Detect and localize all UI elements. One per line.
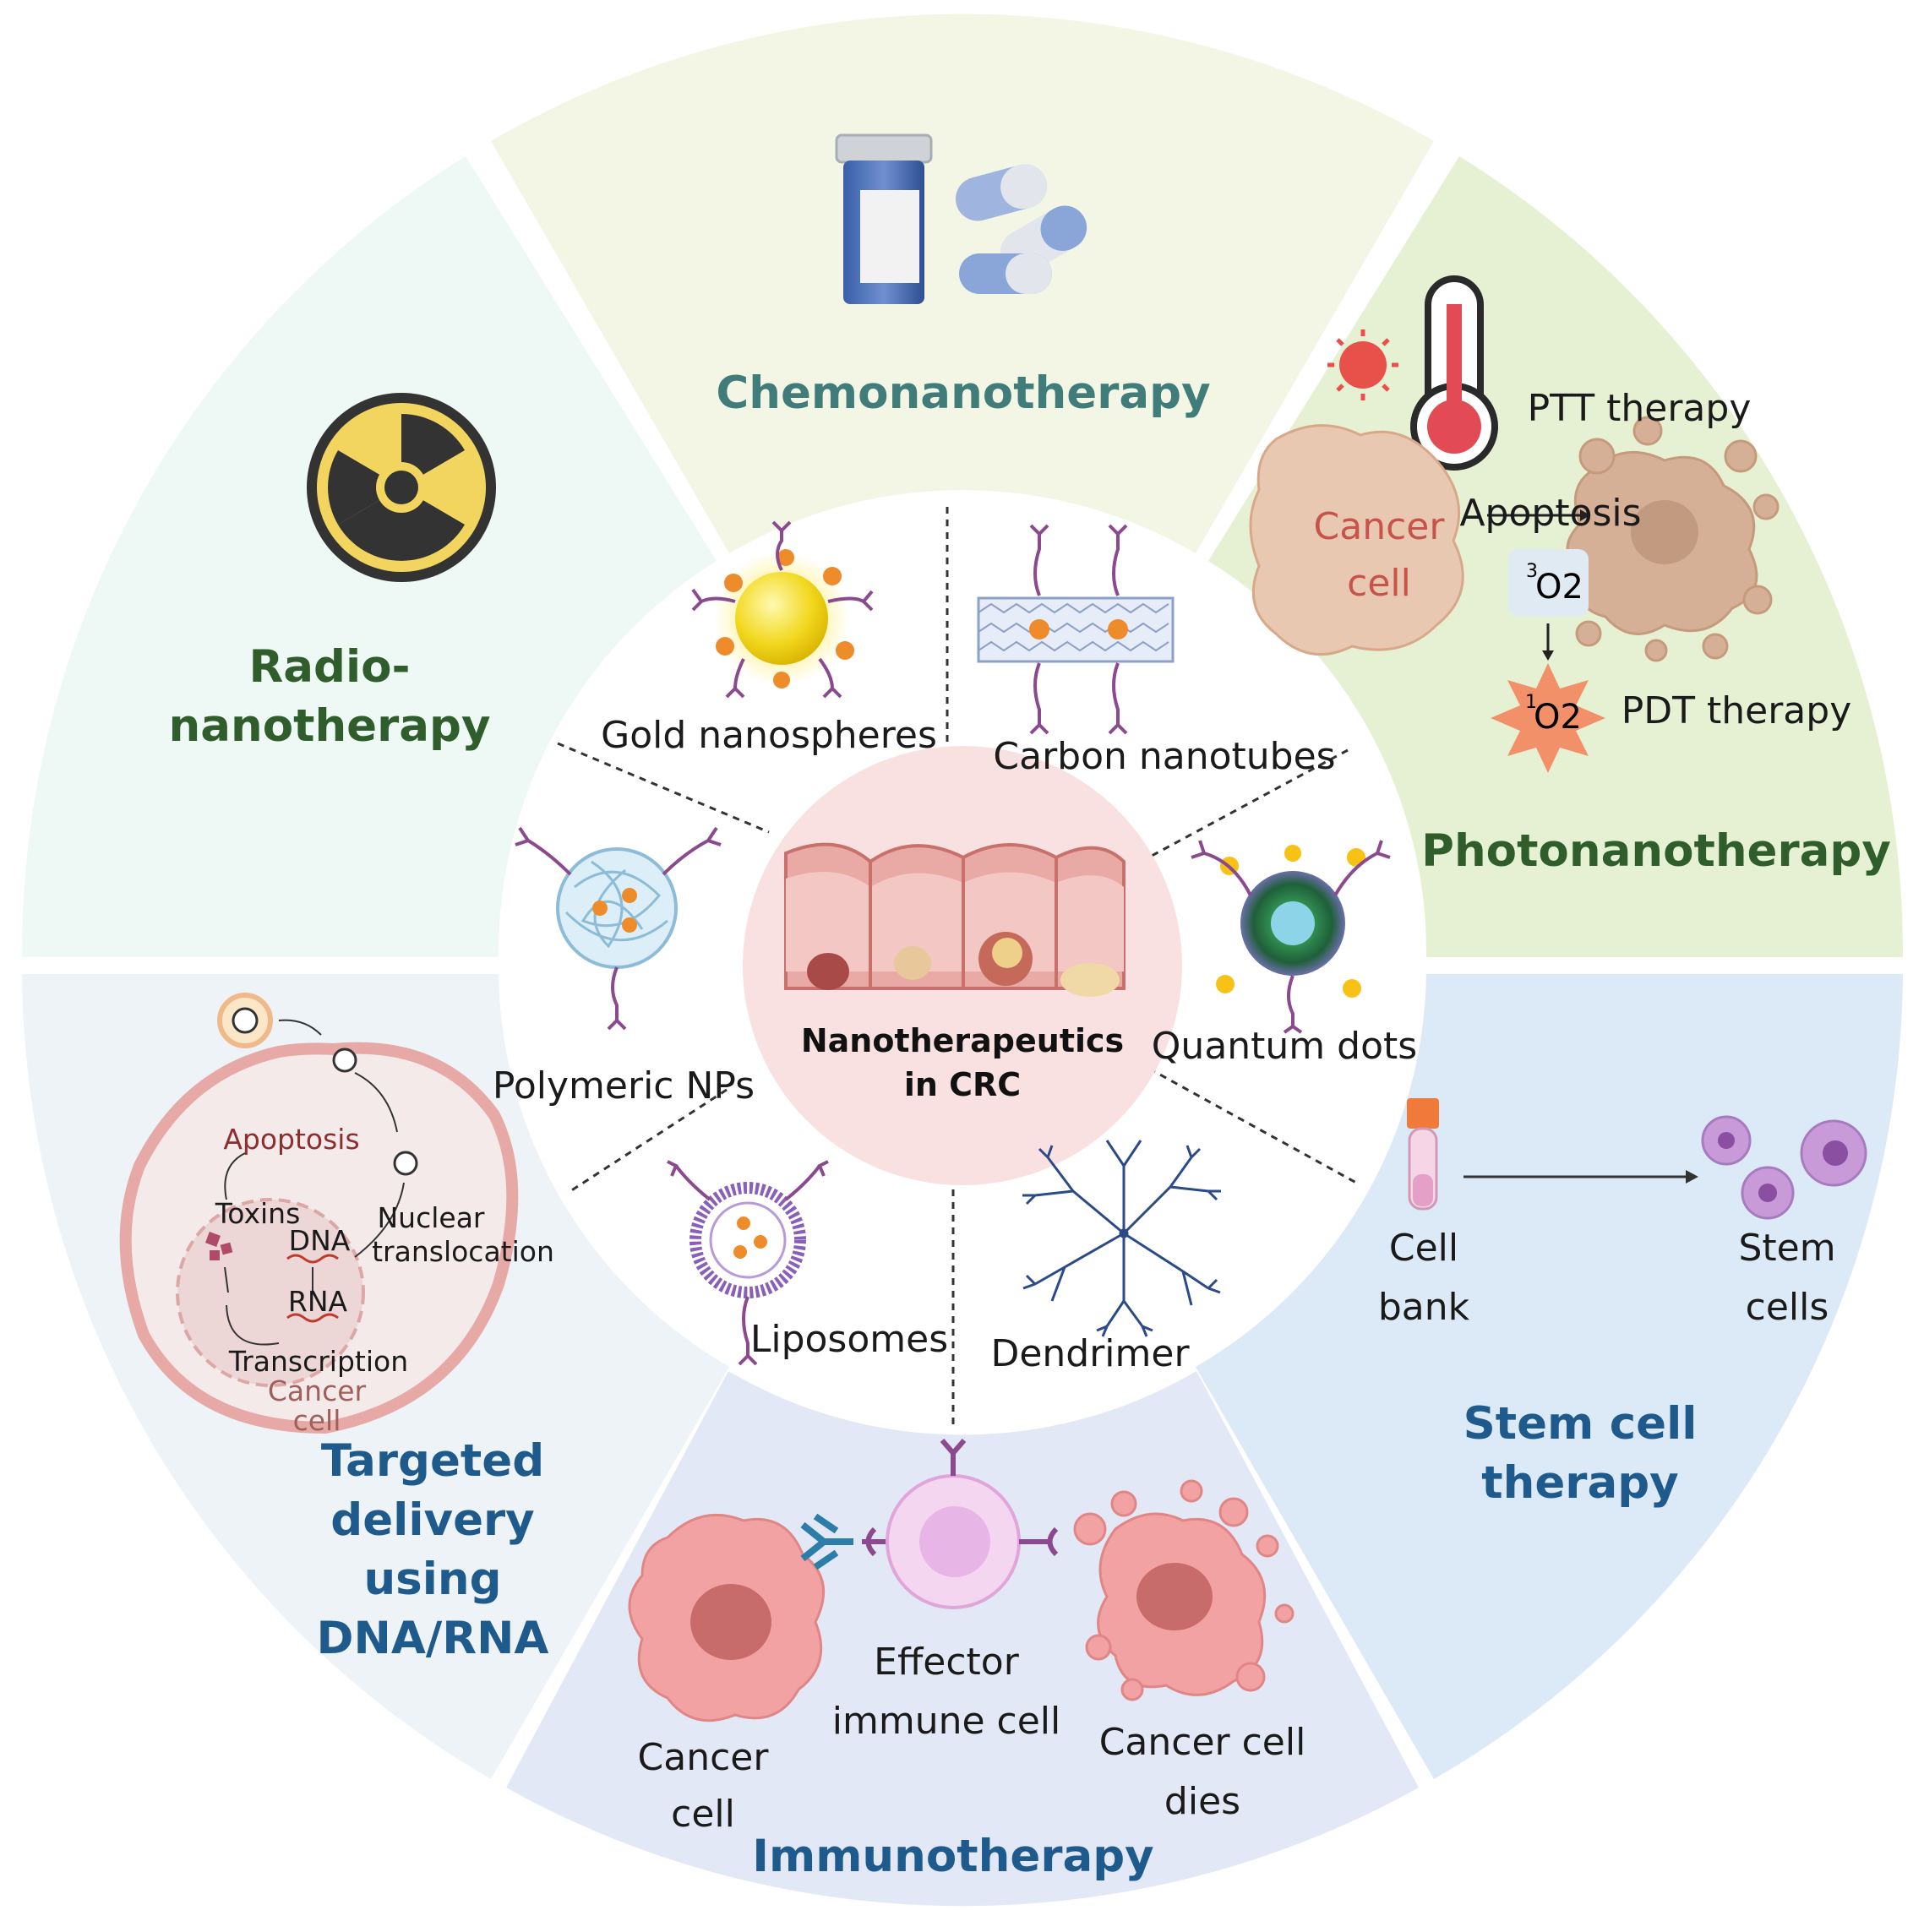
immuno-illustration [628, 1439, 1294, 1722]
effector-label-1: Effector [874, 1641, 1020, 1684]
targeted-title-2: delivery [330, 1494, 534, 1546]
polymeric-np-icon [515, 826, 722, 1031]
dna-label: DNA [289, 1224, 351, 1257]
chemo-title: Chemonanotherapy [716, 367, 1210, 419]
immuno-cancer-label-2: cell [671, 1793, 735, 1836]
photo-apoptosis-label: Apoptosis [1459, 492, 1641, 535]
toxins-label: Toxins [215, 1197, 301, 1230]
gold-nanosphere-icon [691, 520, 874, 699]
capsule-icon [955, 164, 1087, 294]
singlet-superscript: 1 [1525, 692, 1537, 713]
targeted-title-3: using [363, 1554, 501, 1605]
nuclear-label-2: translocation [372, 1235, 554, 1268]
triplet-superscript: 3 [1526, 561, 1538, 582]
carbon-nanotubes-label: Carbon nanotubes [993, 735, 1335, 778]
carbon-nanotube-icon [977, 524, 1175, 735]
rna-label: RNA [288, 1285, 348, 1318]
segment-immunotherapy [506, 1371, 1419, 1907]
chemo-illustration [835, 133, 1087, 304]
photo-illustration [1249, 275, 1780, 773]
targeted-apoptosis-label: Apoptosis [223, 1123, 359, 1156]
segment-stem-cell-therapy [1196, 974, 1903, 1779]
singlet-oxygen-label: O2 [1534, 698, 1582, 737]
center-title-line2: in CRC [904, 1066, 1021, 1103]
cell-dies-label-1: Cancer cell [1099, 1721, 1306, 1764]
cancer-cell-shape [1249, 424, 1464, 656]
cell-bank-label-1: Cell [1389, 1227, 1458, 1270]
quantum-dot-icon [1191, 840, 1391, 1034]
radiation-icon [307, 393, 496, 582]
dendrimer-label: Dendrimer [990, 1332, 1190, 1375]
center-hub: Nanotherapeutics in CRC [743, 746, 1182, 1185]
inner-dividers [557, 507, 1357, 1428]
immuno-cancer-label-1: Cancer [638, 1736, 770, 1779]
pdt-therapy-label: PDT therapy [1622, 689, 1852, 732]
polymeric-nps-label: Polymeric NPs [493, 1064, 755, 1107]
singlet-oxygen-burst [1491, 663, 1605, 773]
quantum-dots-label: Quantum dots [1152, 1025, 1417, 1068]
cell-bank-label-2: bank [1378, 1286, 1470, 1329]
sun-icon [1327, 329, 1398, 400]
targeted-cancer-label-1: Cancer [268, 1374, 367, 1407]
stem-illustration [1407, 1098, 1867, 1220]
stem-cells-label-1: Stem [1738, 1227, 1835, 1270]
photo-cancer-label-1: Cancer [1314, 505, 1446, 548]
photo-cancer-label-2: cell [1347, 562, 1411, 605]
antibody-icon [800, 1513, 853, 1570]
radio-title-1: Radio- [248, 641, 410, 693]
dendrimer-icon [1022, 1140, 1221, 1337]
targeted-cancer-label-2: cell [293, 1404, 341, 1437]
colon-illustration [784, 842, 1126, 997]
pill-bottle-icon [835, 133, 933, 304]
photo-title: Photonanotherapy [1421, 825, 1891, 877]
immuno-title: Immunotherapy [752, 1831, 1153, 1882]
gold-nanospheres-label: Gold nanospheres [601, 714, 937, 757]
cell-bank-tube-icon [1407, 1098, 1439, 1211]
targeted-title-1: Targeted [321, 1435, 544, 1487]
stem-title-1: Stem cell [1463, 1398, 1698, 1450]
triplet-oxygen-label: O2 [1535, 568, 1583, 607]
ptt-therapy-label: PTT therapy [1528, 387, 1752, 430]
center-title-line1: Nanotherapeutics [801, 1022, 1124, 1059]
nuclear-label-1: Nuclear [377, 1201, 484, 1234]
targeted-illustration [119, 993, 519, 1434]
effector-label-2: immune cell [832, 1700, 1061, 1743]
stem-cells-label-2: cells [1746, 1286, 1829, 1329]
targeted-title-4: DNA/RNA [317, 1613, 549, 1664]
liposome-icon [667, 1160, 829, 1366]
cell-dies-label-2: dies [1164, 1780, 1240, 1823]
thermometer-icon [1410, 275, 1498, 471]
liposomes-label: Liposomes [750, 1318, 948, 1361]
stem-title-2: therapy [1481, 1457, 1678, 1509]
radio-title-2: nanotherapy [168, 700, 490, 752]
toxins-icon [205, 1232, 233, 1260]
transcription-label: Transcription [228, 1345, 408, 1378]
